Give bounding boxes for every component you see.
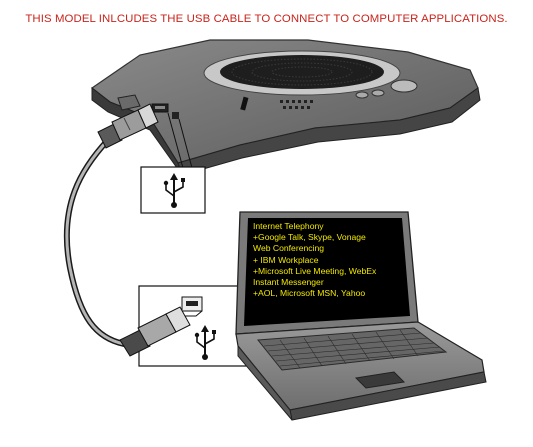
usb-plug-icon — [97, 103, 159, 149]
usb-symbol-icon — [140, 166, 206, 214]
usb-port-icon — [151, 103, 169, 113]
screen-line: Instant Messenger — [253, 277, 324, 288]
screen-line: + IBM Workplace — [253, 254, 319, 265]
screen-line: +AOL, Microsoft MSN, Yahoo — [253, 288, 366, 299]
screen-line: Internet Telephony — [253, 221, 324, 231]
screen-line: +Microsoft Live Meeting, WebEx — [253, 265, 377, 276]
laptop-screen-text: Internet Telephony +Google Talk, Skype, … — [253, 221, 395, 323]
usb-symbol-icon — [194, 325, 216, 360]
screen-line: Web Conferencing — [253, 243, 325, 254]
laptop-icon — [235, 211, 487, 421]
usb-plug-icon — [119, 306, 191, 357]
screen-line: +Google Talk, Skype, Vonage — [253, 232, 366, 243]
caption-headline: THIS MODEL INLCUDES THE USB CABLE TO CON… — [25, 13, 508, 25]
speakerphone-icon — [90, 39, 481, 176]
